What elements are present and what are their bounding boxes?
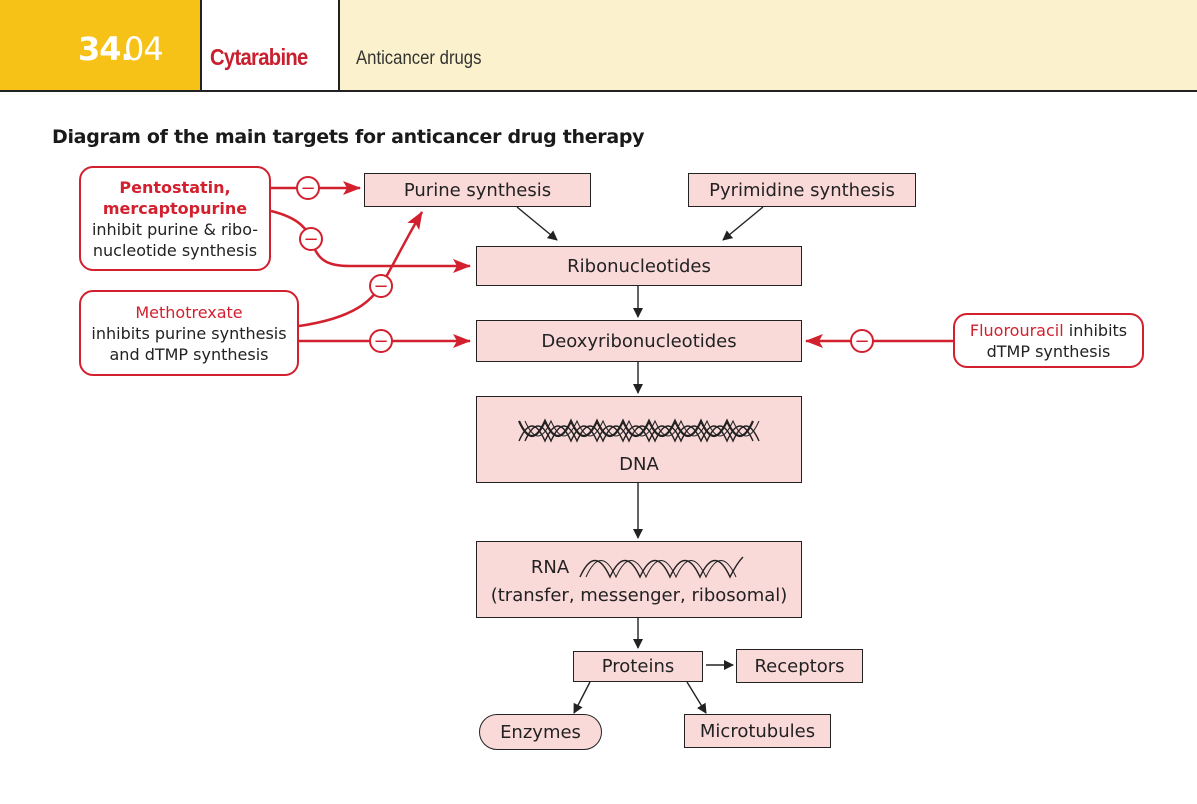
pyrimidine-synthesis-box: Pyrimidine synthesis [688,173,916,207]
rna-label: RNA [530,556,570,578]
inhibit-marker-fu-deoxy [850,329,874,353]
deoxyribonucleotides-box: Deoxyribonucleotides [476,320,802,362]
microtubules-box: Microtubules [684,714,831,748]
minus-symbol: − [303,229,318,250]
proteins-box: Proteins [573,651,703,682]
inhibition-markers [296,176,874,353]
diagram-title: Diagram of the main targets for anticanc… [52,126,645,148]
pentostatin-desc-line1: inhibit purine & ribo- [91,219,259,239]
deoxyribonucleotides-label: Deoxyribonucleotides [541,330,737,352]
methotrexate-desc-line1: inhibits purine synthesis [91,323,287,343]
minus-symbol: − [373,331,388,352]
purine-synthesis-label: Purine synthesis [403,179,552,201]
category-block: Anticancer drugs [340,0,1197,92]
rna-row: RNA [531,553,747,581]
proteins-label: Proteins [601,656,675,677]
methotrexate-desc-line2: and dTMP synthesis [109,344,269,364]
ribonucleotides-box: Ribonucleotides [476,246,802,286]
minus-symbol: − [854,331,869,352]
minus-symbol: − [300,178,315,199]
dna-helix-icon [517,418,760,443]
rna-types-label: (transfer, messenger, ribosomal) [490,585,788,606]
pyrimidine-synthesis-label: Pyrimidine synthesis [709,179,895,201]
fluorouracil-callout: Fluorouracil inhibits dTMP synthesis [953,313,1144,368]
arrow-proteins-to-microtubules [686,681,707,714]
minus-symbol: − [373,276,388,297]
fluorouracil-line1: Fluorouracil inhibits [970,320,1127,341]
methotrexate-name: Methotrexate [135,302,243,322]
inhibit-marker-pento-ribo [299,227,323,251]
arrow-purine-to-ribo [516,206,558,241]
drug-title-block: Cytarabine [200,0,340,92]
microtubules-label: Microtubules [699,720,816,742]
drug-name: Cytarabine [210,44,308,70]
arrow-pyrimidine-to-ribo [722,206,764,241]
enzymes-label: Enzymes [500,721,581,743]
section-major: 34. [78,30,133,68]
dna-label: DNA [619,454,659,475]
pentostatin-name-line1: Pentostatin, [119,177,231,197]
enzymes-box: Enzymes [479,714,602,750]
ribonucleotides-label: Ribonucleotides [567,255,711,277]
rna-box: RNA (transfer, messenger, ribosomal) [476,541,802,618]
fluorouracil-name: Fluorouracil [969,320,1064,340]
purine-synthesis-box: Purine synthesis [364,173,591,207]
section-number-block: 34. 04 [0,0,200,92]
section-minor: 04 [124,30,164,68]
receptors-label: Receptors [754,655,845,677]
fluorouracil-desc-line1: inhibits [1063,320,1128,340]
arrow-proteins-to-enzymes [573,681,591,714]
category-label: Anticancer drugs [356,48,482,69]
pentostatin-desc-line2: nucleotide synthesis [92,240,258,260]
inhibit-marker-mtx-deoxy [369,329,393,353]
dna-box: DNA [476,396,802,483]
inhibit-marker-mtx-purine [369,274,393,298]
flow-arrows [516,206,764,714]
pentostatin-callout: Pentostatin, mercaptopurine inhibit puri… [79,166,271,271]
fluorouracil-desc-line2: dTMP synthesis [986,341,1111,361]
rna-strand-icon [579,556,744,579]
pentostatin-name-line2: mercaptopurine [102,198,248,218]
receptors-box: Receptors [736,649,863,683]
methotrexate-callout: Methotrexate inhibits purine synthesis a… [79,290,299,376]
inhibit-marker-pento-purine [296,176,320,200]
